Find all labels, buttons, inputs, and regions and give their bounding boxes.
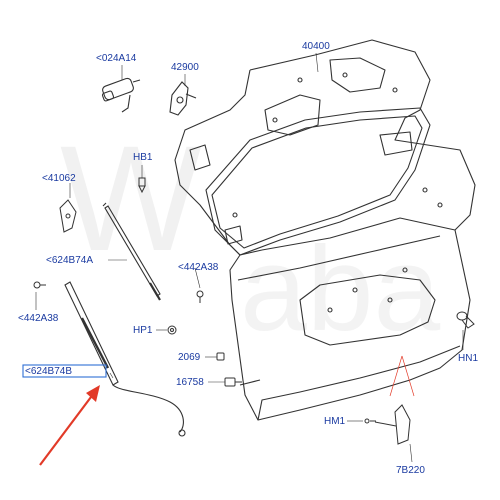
svg-text:W: W — [60, 114, 202, 282]
part-HM1-drawing — [364, 418, 376, 424]
part-442A38-lower-drawing — [33, 281, 46, 289]
label-HB1[interactable]: HB1 — [133, 152, 153, 163]
label-41062[interactable]: <41062 — [42, 173, 76, 184]
watermark: W aba — [60, 114, 440, 356]
label-442A38-lower[interactable]: <442A38 — [18, 313, 59, 324]
part-HN1-drawing — [456, 311, 475, 329]
highlight-box — [22, 364, 107, 378]
label-42900[interactable]: 42900 — [171, 62, 199, 73]
label-442A38-upper[interactable]: <442A38 — [178, 262, 219, 273]
part-024A14-drawing — [101, 77, 141, 113]
tailgate-assembly — [174, 39, 476, 421]
part-7B220-drawing — [374, 404, 411, 445]
label-2069[interactable]: 2069 — [178, 352, 201, 363]
part-42900-drawing — [169, 81, 197, 116]
part-624B74B-drawing — [64, 281, 186, 437]
guide-lines — [389, 355, 415, 397]
part-624B74A-drawing — [102, 202, 161, 301]
label-HN1[interactable]: HN1 — [458, 353, 479, 364]
label-024A14[interactable]: <024A14 — [96, 53, 137, 64]
part-41062-drawing — [59, 199, 77, 233]
label-624B74B[interactable]: <624B74B — [25, 366, 72, 377]
label-7B220[interactable]: 7B220 — [396, 465, 425, 476]
part-2069-drawing — [216, 352, 225, 361]
label-HM1[interactable]: HM1 — [324, 416, 346, 427]
label-624B74A[interactable]: <624B74A — [46, 255, 93, 266]
red-arrow — [39, 385, 100, 466]
part-HP1-drawing — [167, 325, 177, 335]
label-HP1[interactable]: HP1 — [133, 325, 153, 336]
part-442A38-upper-drawing — [196, 290, 204, 303]
svg-text:aba: aba — [240, 222, 440, 356]
label-16758[interactable]: 16758 — [176, 377, 204, 388]
label-40400[interactable]: 40400 — [302, 41, 330, 52]
part-16758-drawing — [224, 377, 242, 387]
leader-lines — [35, 52, 464, 463]
